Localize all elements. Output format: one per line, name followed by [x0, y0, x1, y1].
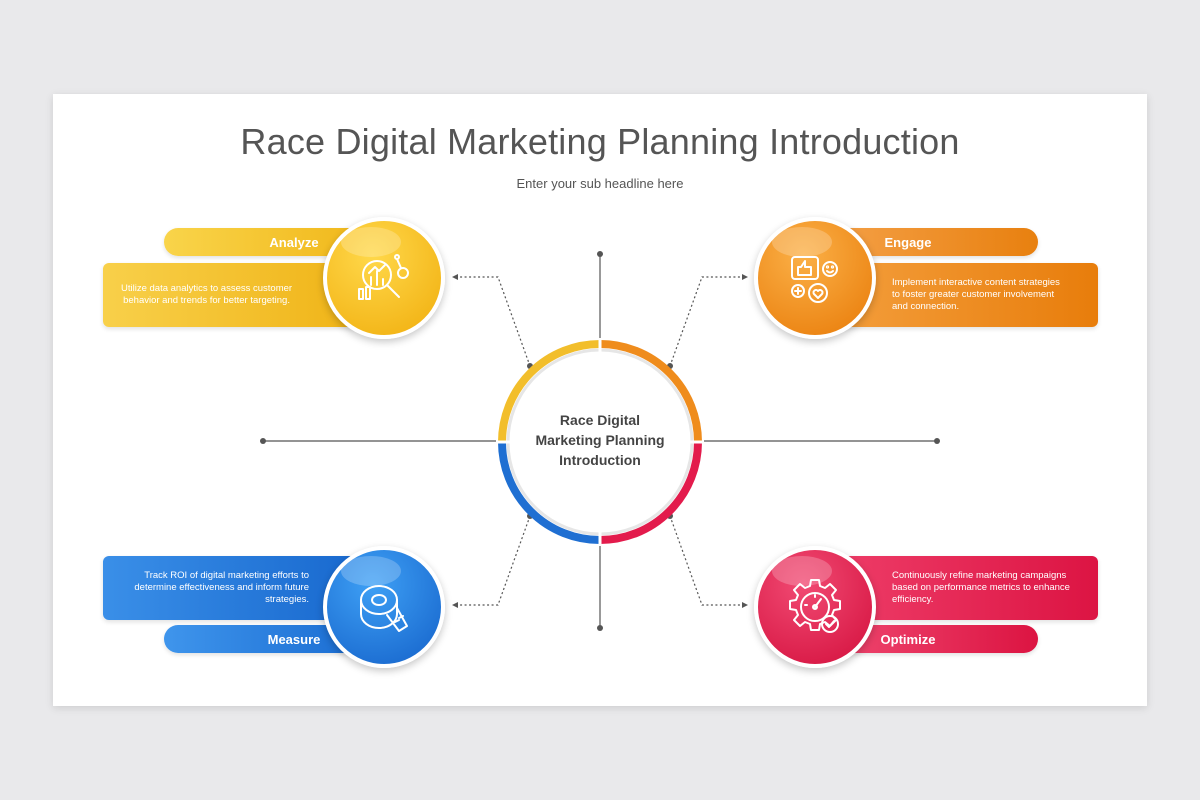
analyze-desc-line: behavior and trends for better targeting… [123, 295, 290, 306]
center-label: Race Digital Marketing Planning Introduc… [520, 410, 680, 470]
engage-label: Engage [884, 234, 932, 250]
center-label-line: Introduction [559, 452, 641, 468]
connector-engage [669, 276, 744, 367]
engage-desc-line: Implement interactive content strategies [892, 277, 1060, 288]
optimize-desc-line: Continuously refine marketing campaigns [892, 570, 1067, 581]
measure-circle [323, 546, 445, 668]
data-analytics-icon [358, 254, 409, 300]
measuring-tape-icon [360, 585, 408, 632]
optimize-desc-line: based on performance metrics to enhance [892, 582, 1070, 593]
optimize-circle [754, 546, 876, 668]
center-ring [496, 338, 704, 546]
connector-measure [456, 515, 531, 606]
measure-desc-line: Track ROI of digital marketing efforts t… [144, 570, 309, 581]
analyze-circle [323, 217, 445, 339]
engagement-icon [791, 256, 838, 303]
engage-desc-line: to foster greater customer involvement [892, 289, 1055, 300]
engage-circle [754, 217, 876, 339]
center-label-line: Marketing Planning [535, 432, 665, 448]
measure-label: Measure [267, 631, 321, 647]
measure-desc-line: determine effectiveness and inform futur… [134, 582, 309, 593]
gear-gauge-icon [789, 579, 841, 633]
page-subtitle: Enter your sub headline here [516, 176, 684, 191]
center-label-line: Race Digital [559, 412, 641, 428]
analyze-label: Analyze [269, 234, 319, 250]
optimize-desc-line: efficiency. [892, 594, 934, 605]
analyze-desc-line: Utilize data analytics to assess custome… [121, 283, 293, 294]
page-title: Race Digital Marketing Planning Introduc… [240, 121, 960, 162]
connector-analyze [456, 276, 531, 367]
measure-desc-line: strategies. [265, 594, 309, 605]
optimize-label: Optimize [880, 631, 936, 647]
connector-optimize [669, 515, 744, 606]
engage-desc-line: and connection. [892, 301, 960, 312]
